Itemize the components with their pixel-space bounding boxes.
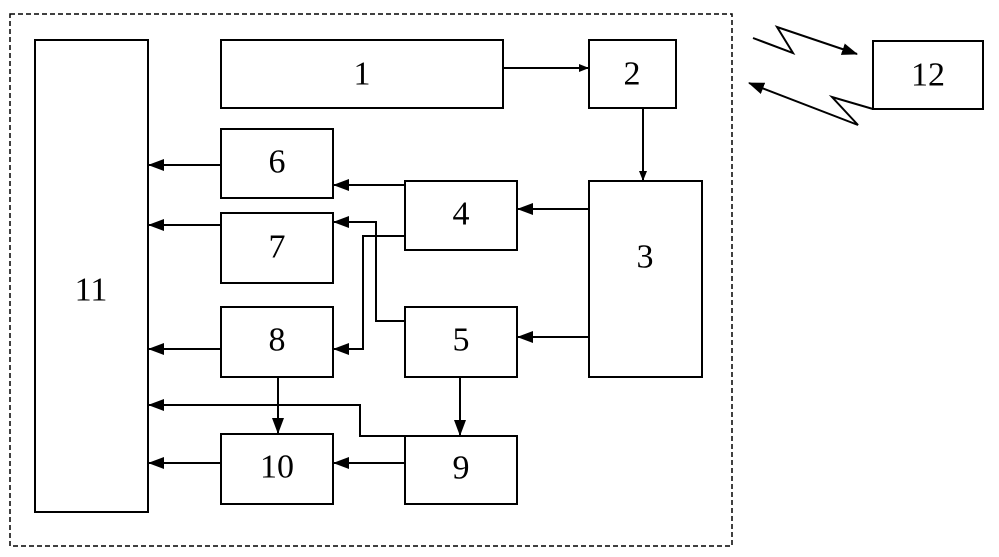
block-11-label: 11	[75, 272, 108, 309]
block-5-label: 5	[453, 322, 470, 359]
block-7: 7	[221, 213, 333, 283]
block-2-label: 2	[624, 56, 641, 93]
block-9-label: 9	[453, 450, 470, 487]
block-2: 2	[589, 40, 676, 108]
block-10: 10	[221, 434, 333, 504]
arrow-4-to-8	[334, 236, 405, 349]
block-3: 3	[589, 181, 702, 377]
block-6-label: 6	[269, 144, 286, 181]
block-5: 5	[405, 307, 517, 377]
wireless-link-to-12	[753, 27, 857, 54]
wireless-link-from-12	[749, 83, 873, 125]
block-6: 6	[221, 129, 333, 198]
block-11: 11	[35, 40, 148, 512]
block-1-label: 1	[354, 56, 371, 93]
block-12: 12	[873, 41, 983, 109]
block-12-label: 12	[911, 57, 945, 94]
block-8: 8	[221, 307, 333, 377]
block-7-label: 7	[269, 229, 286, 266]
block-4: 4	[405, 181, 517, 250]
block-4-label: 4	[453, 196, 470, 233]
block-9: 9	[405, 436, 517, 504]
block-1: 1	[221, 40, 503, 108]
block-10-label: 10	[260, 449, 294, 486]
block-3-label: 3	[637, 239, 654, 276]
block-8-label: 8	[269, 322, 286, 359]
